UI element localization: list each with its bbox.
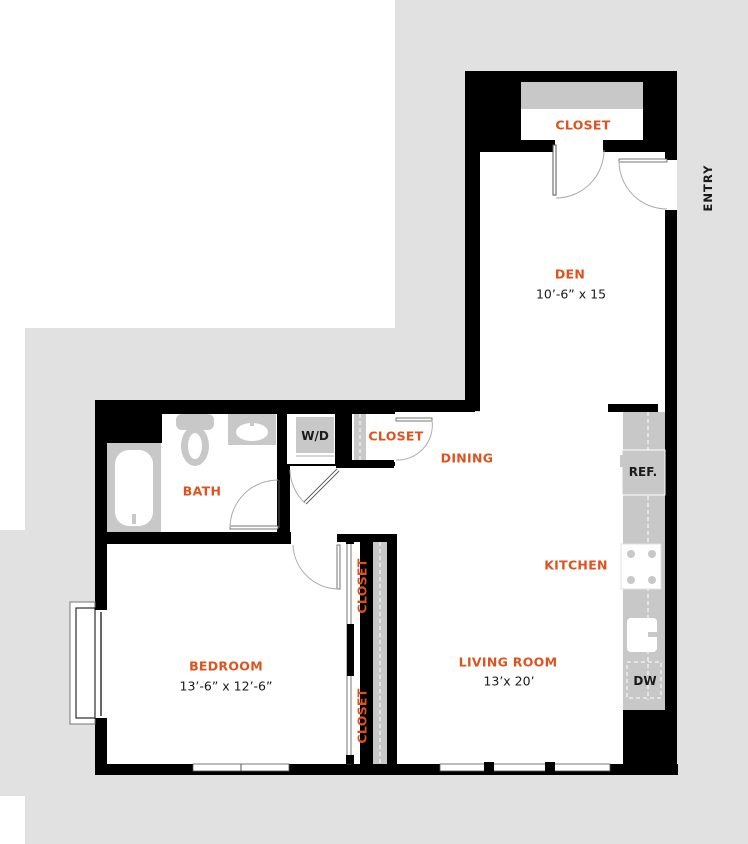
bottom-windows [192, 762, 611, 773]
bath-sink [228, 414, 276, 445]
living-room-dimensions: 13’x 20’ [483, 673, 535, 689]
bathtub [107, 443, 161, 532]
wd-door [289, 468, 340, 505]
hall-closet-door [395, 417, 433, 461]
bedroom-window [69, 601, 107, 725]
entry-door[interactable] [618, 158, 677, 210]
bedroom-closet-shelf [373, 542, 387, 764]
bedroom-label: BEDROOM [189, 658, 263, 674]
bedroom-closet-2-label: CLOSET [354, 688, 370, 744]
bedroom-dimensions: 13’-6” x 12’-6” [179, 678, 273, 694]
washer-dryer [296, 417, 334, 453]
den-closet-shelf [521, 82, 643, 109]
den-closet-door [552, 144, 605, 199]
hall-closet-label: CLOSET [368, 428, 424, 444]
kitchen-counter [620, 412, 666, 766]
entry-label: ENTRY [701, 164, 715, 212]
bedroom-closet-1-label: CLOSET [354, 558, 370, 614]
den-label: DEN [554, 266, 586, 282]
washer-dryer-label: W/D [301, 429, 329, 443]
den-dimensions: 10’-6” x 15 [535, 286, 607, 302]
den-closet-label: CLOSET [555, 117, 611, 133]
kitchen-label: KITCHEN [544, 557, 608, 573]
living-room-label: LIVING ROOM [458, 654, 558, 670]
dining-label: DINING [440, 450, 494, 466]
toilet [176, 414, 214, 466]
bedroom-closet-doors [346, 536, 354, 765]
bedroom-door [292, 544, 341, 590]
dishwasher-label: DW [633, 674, 657, 688]
bath-door [229, 479, 280, 530]
bath-label: BATH [182, 483, 222, 499]
refrigerator-label: REF. [628, 465, 658, 479]
